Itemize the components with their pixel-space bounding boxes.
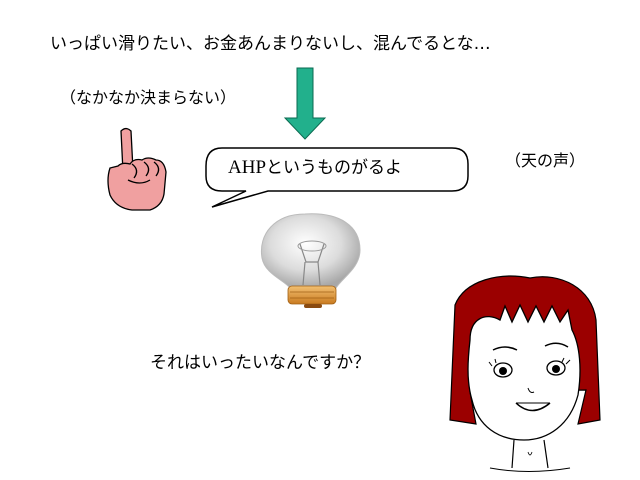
girl-face-illustration — [449, 275, 601, 472]
speech-bubble — [205, 147, 469, 208]
narration-line-2: （なかなか決まらない） — [60, 88, 237, 107]
narration-line-1: いっぱい滑りたい、お金あんまりないし、混んでるとな… — [50, 34, 491, 54]
bubble-text-jp: というものがるよ — [266, 158, 403, 178]
pointing-hand-icon — [107, 127, 167, 211]
speech-bubble-text: AHPというものがるよ — [228, 158, 402, 177]
down-arrow-icon — [283, 67, 327, 140]
voice-label: （天の声） — [505, 151, 586, 170]
bubble-text-latin: AHP — [228, 157, 267, 178]
light-bulb-icon — [260, 213, 361, 308]
question-text: それはいったいなんですか？ — [150, 353, 371, 373]
